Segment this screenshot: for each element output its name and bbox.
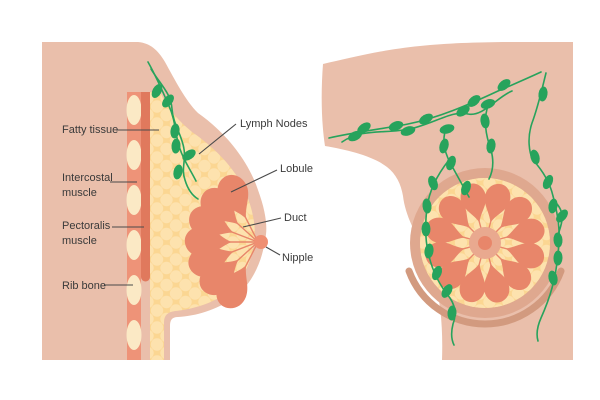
leader-lymph-nodes <box>198 123 237 155</box>
leader-duct <box>242 217 282 228</box>
side-lymph-chain <box>147 61 199 200</box>
rib-bones <box>126 95 142 350</box>
label-lobule: Lobule <box>280 163 314 175</box>
front-view-figure <box>321 42 573 360</box>
front-nipple-shape <box>478 236 492 250</box>
side-nipple-shape <box>254 235 268 249</box>
side-view-figure <box>42 42 268 360</box>
leader-lines <box>104 123 282 286</box>
side-ducts <box>221 209 259 275</box>
front-lymph-chains <box>328 71 571 346</box>
label-intercostal-muscle: Intercostal muscle <box>62 172 113 199</box>
under-breast-shadow <box>405 267 565 328</box>
label-pectoralis-muscle: Pectoralis muscle <box>62 220 111 247</box>
label-lymph-nodes: Lymph Nodes <box>240 118 308 130</box>
pectoralis-muscle-shape <box>141 92 150 282</box>
label-fatty-tissue: Fatty tissue <box>62 124 119 136</box>
label-nipple: Nipple <box>282 252 314 264</box>
leader-nipple <box>265 246 281 256</box>
label-duct: Duct <box>284 212 307 224</box>
leader-lobule <box>230 169 278 193</box>
label-rib-bone: Rib bone <box>62 280 107 292</box>
